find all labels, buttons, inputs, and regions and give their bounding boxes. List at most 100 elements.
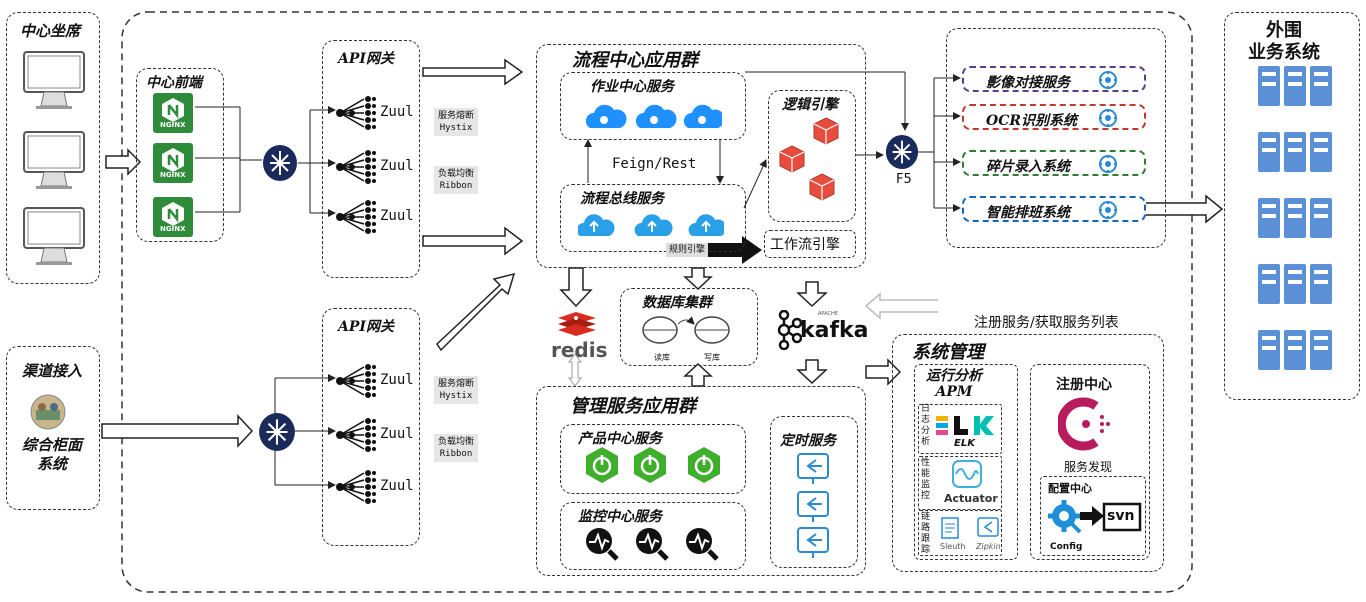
server-icons xyxy=(1258,66,1332,370)
router-icon xyxy=(259,413,295,451)
zuul-label: Zuul xyxy=(380,208,414,224)
monitor-icons xyxy=(23,51,85,265)
elk-icon xyxy=(936,416,994,435)
hystix-tag: 服务熔断 Hystix xyxy=(434,108,479,136)
hystix-tag: 服务熔断 Hystix xyxy=(434,376,479,404)
perf-monitor-label: 性 能 监 控 xyxy=(921,458,931,501)
gear-icon xyxy=(1098,108,1118,132)
actuator-label: Actuator xyxy=(944,492,998,505)
router-icon xyxy=(263,145,297,181)
sleuth-label: Sleuth xyxy=(940,542,966,551)
config-center-panel xyxy=(1040,476,1146,556)
cloud-upload-icon xyxy=(688,214,724,236)
zipkin-icon xyxy=(977,517,999,537)
timer-service-title: 定时服务 xyxy=(780,433,836,449)
apache-label: APACHE xyxy=(818,311,838,317)
zuul-icon xyxy=(334,96,378,134)
cloud-gear-icon xyxy=(683,104,722,128)
process-center-group xyxy=(536,44,866,268)
log-analysis-box xyxy=(918,404,1002,454)
zuul-icon xyxy=(334,150,378,188)
external-service-item: OCR识别系统 xyxy=(962,104,1146,130)
system-mgmt-title: 系统管理 xyxy=(912,342,984,363)
kafka-icon xyxy=(777,310,802,350)
external-service-label: OCR识别系统 xyxy=(986,113,1077,129)
database-icon xyxy=(694,316,730,344)
process-bus-title: 流程总线服务 xyxy=(580,191,664,207)
f5-label: F5 xyxy=(896,172,912,187)
monitor-search-icon xyxy=(686,528,719,561)
perf-monitor-box xyxy=(918,456,1002,510)
monitor-center-service xyxy=(560,502,746,570)
nginx-icon: NGINX xyxy=(152,92,194,138)
config-center-title: 配置中心 xyxy=(1048,482,1092,495)
timer-task-icon xyxy=(797,491,829,522)
kafka-label: kafka xyxy=(800,318,869,343)
actuator-icon xyxy=(952,460,982,488)
zuul-label: Zuul xyxy=(380,104,414,120)
outer-title-line2: 业务系统 xyxy=(1248,42,1320,63)
monitor-icon xyxy=(23,131,85,189)
zuul-icon xyxy=(334,200,378,238)
monitor-icon xyxy=(23,51,85,109)
cube-icon xyxy=(779,145,805,173)
external-service-label: 智能排班系统 xyxy=(986,205,1070,221)
cloud-gear-icons xyxy=(586,104,722,128)
cloud-upload-icons xyxy=(578,214,724,236)
config-gear-icon xyxy=(1048,500,1082,534)
rule-engine-label: 规则引擎 xyxy=(666,243,709,257)
spring-power-icons xyxy=(586,447,720,483)
monitor-search-icon xyxy=(636,528,669,561)
api-gateway-bottom xyxy=(322,308,420,546)
apm-title: 运行分析 APM xyxy=(926,368,982,400)
f5-router-icon xyxy=(885,134,919,170)
redis-icon xyxy=(558,312,596,336)
api-gateway-bottom-title: API网关 xyxy=(338,319,394,335)
outer-frame xyxy=(121,11,1193,593)
cloud-upload-icon xyxy=(634,214,673,236)
mgmt-group-title: 管理服务应用群 xyxy=(570,396,696,417)
zuul-label: Zuul xyxy=(380,158,414,174)
write-db-label: 写库 xyxy=(704,353,720,362)
database-cluster-title: 数据库集群 xyxy=(642,295,712,311)
zuul-label: Zuul xyxy=(380,478,414,494)
db-cylinder-icons xyxy=(642,316,730,344)
counter-system-label: 综合柜面 系统 xyxy=(22,436,83,473)
product-center-service xyxy=(560,424,746,494)
timer-task-icon xyxy=(797,527,829,558)
cloud-upload-icon xyxy=(578,214,615,236)
register-note: 注册服务/获取服务列表 xyxy=(974,315,1119,331)
logic-engine-title: 逻辑引擎 xyxy=(782,97,838,113)
workflow-engine-panel xyxy=(764,230,856,258)
timer-task-icon xyxy=(797,453,829,484)
zuul-icon xyxy=(334,418,378,456)
cube-icon xyxy=(813,117,839,145)
counter-photo-icon xyxy=(30,394,66,430)
elk-label: ELK xyxy=(954,438,975,449)
frontend-title: 中心前端 xyxy=(146,75,202,91)
read-db-label: 读库 xyxy=(654,353,670,362)
spring-power-icon xyxy=(586,447,618,483)
gear-icon xyxy=(1098,70,1118,94)
timer-service-panel xyxy=(770,416,858,568)
database-icon xyxy=(642,316,678,344)
outer-business-panel xyxy=(1224,12,1360,400)
zuul-icon xyxy=(334,364,378,402)
gear-icon xyxy=(1098,154,1118,178)
product-center-title: 产品中心服务 xyxy=(578,431,662,447)
external-service-label: 碎片录入系统 xyxy=(986,159,1070,175)
zuul-label: Zuul xyxy=(380,426,414,442)
logic-engine-panel xyxy=(768,90,856,222)
monitor-icon xyxy=(23,207,85,265)
config-svn-icons xyxy=(1048,500,1142,534)
log-analysis-label: 日 志 分 析 xyxy=(921,404,931,447)
outer-title-line1: 外围 xyxy=(1266,20,1302,41)
service-discovery-label: 服务发现 xyxy=(1064,460,1113,474)
nginx-label: NGINX xyxy=(160,225,186,233)
consul-icon xyxy=(1058,397,1110,451)
cloud-gear-icon xyxy=(635,104,677,128)
center-seat-title: 中心坐席 xyxy=(20,22,81,40)
zipkin-label: Zipkin xyxy=(976,542,1001,551)
external-service-item: 智能排班系统 xyxy=(962,196,1146,222)
